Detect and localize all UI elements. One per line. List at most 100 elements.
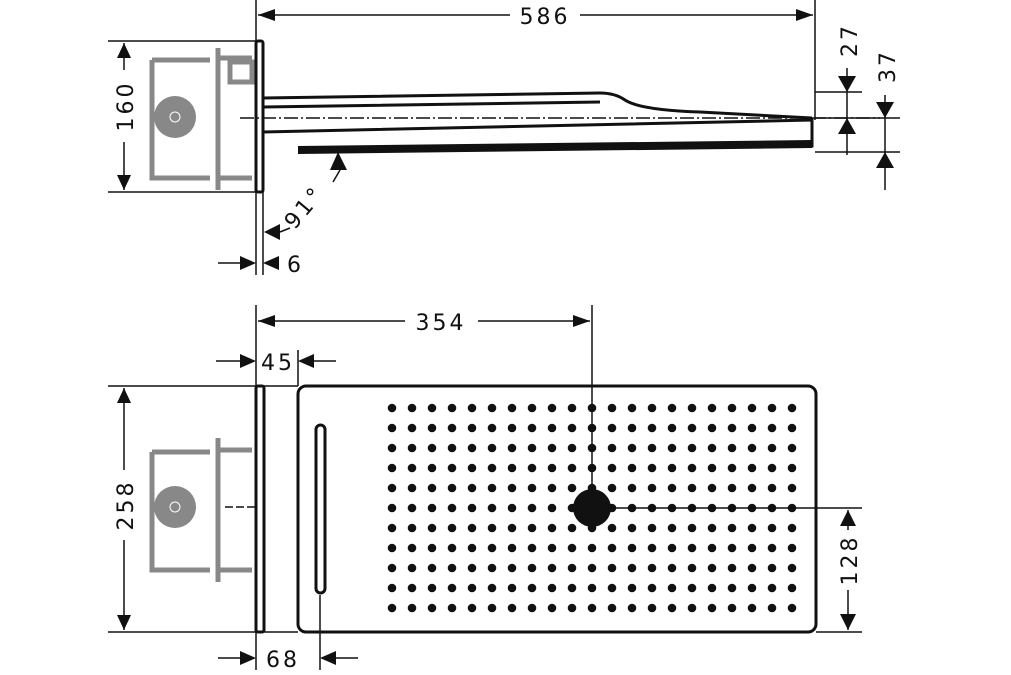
nozzle (467, 503, 477, 513)
nozzle (487, 523, 497, 533)
nozzle (507, 443, 517, 453)
nozzle (787, 563, 797, 573)
nozzle (667, 603, 677, 613)
nozzle (787, 583, 797, 593)
nozzle (647, 463, 657, 473)
nozzle (447, 563, 457, 573)
nozzle (427, 443, 437, 453)
nozzle (567, 403, 577, 413)
nozzle (607, 523, 617, 533)
nozzle (447, 443, 457, 453)
nozzle (447, 463, 457, 473)
nozzle (527, 543, 537, 553)
nozzle (487, 443, 497, 453)
nozzle (507, 483, 517, 493)
nozzle (787, 423, 797, 433)
nozzle (607, 563, 617, 573)
mounting-box-top (149, 438, 256, 582)
nozzle (687, 443, 697, 453)
nozzle (647, 403, 657, 413)
nozzle (567, 523, 577, 533)
nozzle (447, 583, 457, 593)
nozzle (387, 543, 397, 553)
nozzle (687, 483, 697, 493)
nozzle (687, 563, 697, 573)
nozzle (407, 463, 417, 473)
nozzle (627, 543, 637, 553)
nozzle (567, 603, 577, 613)
nozzle (747, 483, 757, 493)
nozzle (447, 543, 457, 553)
nozzle (407, 503, 417, 513)
wall-plate-top (254, 384, 266, 634)
nozzle (547, 403, 557, 413)
nozzle (607, 583, 617, 593)
nozzle (767, 423, 777, 433)
nozzle (467, 483, 477, 493)
nozzle (547, 443, 557, 453)
nozzle (427, 543, 437, 553)
nozzle (407, 423, 417, 433)
nozzle (427, 463, 437, 473)
nozzle (527, 483, 537, 493)
nozzle (667, 423, 677, 433)
nozzle (407, 583, 417, 593)
waterfall-slot (314, 423, 327, 595)
nozzle (507, 563, 517, 573)
dim-angle: 91° (280, 181, 330, 234)
nozzle (547, 603, 557, 613)
nozzle (427, 403, 437, 413)
nozzle (507, 423, 517, 433)
nozzle (667, 443, 677, 453)
nozzle (427, 583, 437, 593)
dim-length: 586 (520, 5, 571, 30)
nozzle (447, 483, 457, 493)
nozzle (767, 603, 777, 613)
nozzle (487, 563, 497, 573)
nozzle (467, 443, 477, 453)
nozzle-grid (387, 403, 797, 613)
nozzle (767, 523, 777, 533)
nozzle (427, 523, 437, 533)
dim-mount-height: 160 (114, 81, 139, 132)
nozzle (567, 563, 577, 573)
nozzle (727, 603, 737, 613)
nozzle (647, 543, 657, 553)
nozzle (667, 463, 677, 473)
nozzle (727, 583, 737, 593)
nozzle (667, 543, 677, 553)
nozzle (427, 563, 437, 573)
nozzle (727, 523, 737, 533)
nozzle (427, 483, 437, 493)
nozzle (427, 603, 437, 613)
nozzle (747, 543, 757, 553)
nozzle (467, 563, 477, 573)
nozzle (607, 463, 617, 473)
nozzle (587, 563, 597, 573)
nozzle (707, 443, 717, 453)
nozzle (747, 523, 757, 533)
nozzle (407, 603, 417, 613)
nozzle (527, 503, 537, 513)
nozzle (747, 583, 757, 593)
dim-head-total: 37 (876, 49, 901, 83)
nozzle (387, 563, 397, 573)
nozzle (747, 603, 757, 613)
nozzle (607, 483, 617, 493)
nozzle (707, 543, 717, 553)
nozzle (487, 543, 497, 553)
nozzle (687, 403, 697, 413)
nozzle (647, 423, 657, 433)
shower-arm-side (240, 91, 880, 154)
nozzle (427, 503, 437, 513)
nozzle (607, 423, 617, 433)
nozzle (507, 523, 517, 533)
nozzle (387, 483, 397, 493)
nozzle (567, 543, 577, 553)
nozzle (467, 603, 477, 613)
nozzle (387, 603, 397, 613)
nozzle (467, 523, 477, 533)
nozzle (667, 563, 677, 573)
nozzle (507, 603, 517, 613)
nozzle (747, 443, 757, 453)
